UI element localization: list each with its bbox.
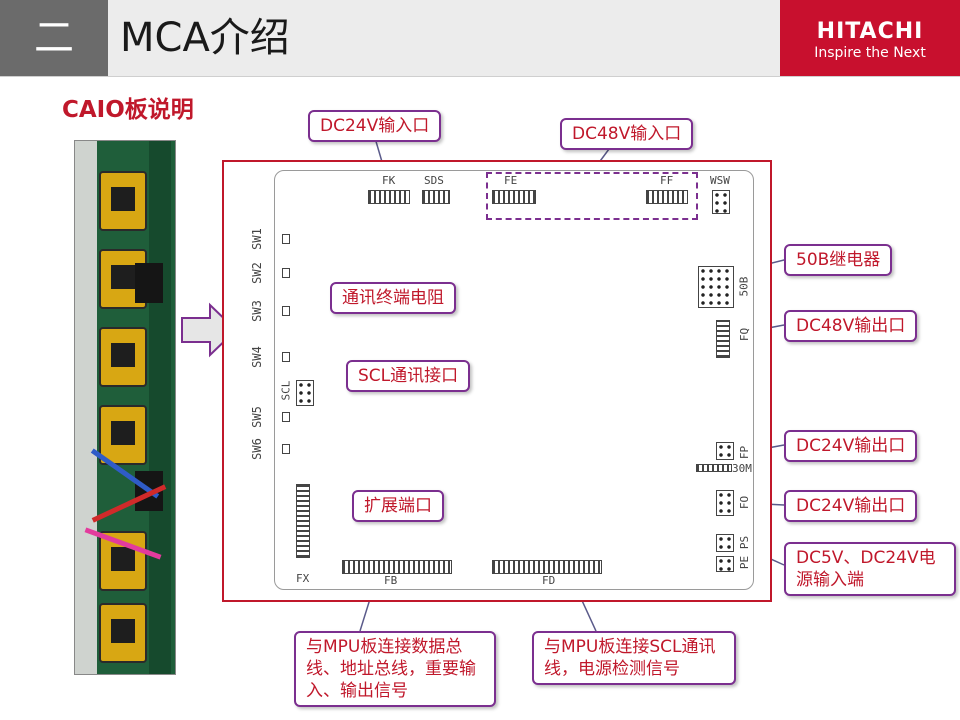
connector-fk [368,190,410,204]
connector-wsw [712,190,730,214]
connector-wsw-label: WSW [710,174,730,187]
callout-expansion-port: 扩展端口 [352,490,444,522]
switch-pad [282,306,290,316]
slide-title: MCA介绍 [120,15,290,61]
connector-sds [422,190,450,204]
connector-fo [716,490,734,516]
connector-ps [716,534,734,552]
callout-mpu-bus: 与MPU板连接数据总线、地址总线，重要输入、输出信号 [294,631,496,707]
connector-fp-label: FP [738,445,752,460]
photo-inductor [99,603,147,663]
connector-fp [716,442,734,460]
connector-fx-label: FX [296,572,310,585]
callout-dc24-output-2: DC24V输出口 [784,490,918,522]
connector-30m [696,464,732,472]
connector-fe [492,190,536,204]
photo-connector [135,263,163,303]
relay-50b [698,266,734,308]
connector-fo-label: FO [738,495,752,510]
callout-dc48-output: DC48V输出口 [784,310,918,342]
dc48-input-highlight [486,172,698,220]
connector-sds-label: SDS [424,174,444,187]
switch-label: SW2 [249,262,264,284]
connector-fd-label: FD [542,574,556,587]
brand-name: HITACHI [816,19,924,44]
photo-inductor [99,405,147,465]
connector-fd [492,560,602,574]
board-photo [74,140,176,675]
section-number: 二 [0,0,108,76]
connector-fx [296,484,310,558]
connector-ff-label: FF [660,174,674,187]
callout-relay-50b: 50B继电器 [784,244,893,276]
connector-scl [296,380,314,406]
connector-fk-label: FK [382,174,396,187]
connector-pe-label: PE [738,555,752,570]
connector-30m-label: 30M [732,462,752,475]
photo-board-edge [75,141,97,674]
callout-termination-resistor: 通讯终端电阻 [330,282,456,314]
switch-label: SW3 [249,300,264,322]
switch-pad [282,268,290,278]
switch-pad [282,412,290,422]
connector-fb [342,560,452,574]
callout-power-input: DC5V、DC24V电源输入端 [784,542,956,596]
photo-inductor [99,327,147,387]
callout-scl-port: SCL通讯接口 [346,360,471,392]
switch-pad [282,444,290,454]
connector-fq [716,320,730,358]
switch-label: SW5 [249,406,264,428]
slide-subtitle: CAIO板说明 [62,97,194,123]
switch-label: SW6 [249,438,264,460]
switch-pad [282,352,290,362]
relay-50b-label: 50B [737,276,751,297]
connector-fe-label: FE [504,174,518,187]
slide-header: 二 MCA介绍 HITACHI Inspire the Next [0,0,960,77]
connector-ff [646,190,688,204]
connector-fq-label: FQ [738,327,752,342]
callout-dc24-output-1: DC24V输出口 [784,430,918,462]
callout-dc48-input: DC48V输入口 [560,118,694,150]
photo-inductor [99,171,147,231]
connector-pe [716,556,734,572]
switch-pad [282,234,290,244]
connector-ps-label: PS [738,535,752,550]
switch-label: SW4 [249,346,264,368]
callout-mpu-scl: 与MPU板连接SCL通讯线，电源检测信号 [532,631,736,685]
switch-label: SW1 [249,228,264,250]
brand-logo: HITACHI Inspire the Next [780,0,960,76]
connector-scl-label: SCL [279,380,293,401]
connector-fb-label: FB [384,574,398,587]
brand-tagline: Inspire the Next [814,45,926,61]
callout-dc24-input: DC24V输入口 [308,110,442,142]
